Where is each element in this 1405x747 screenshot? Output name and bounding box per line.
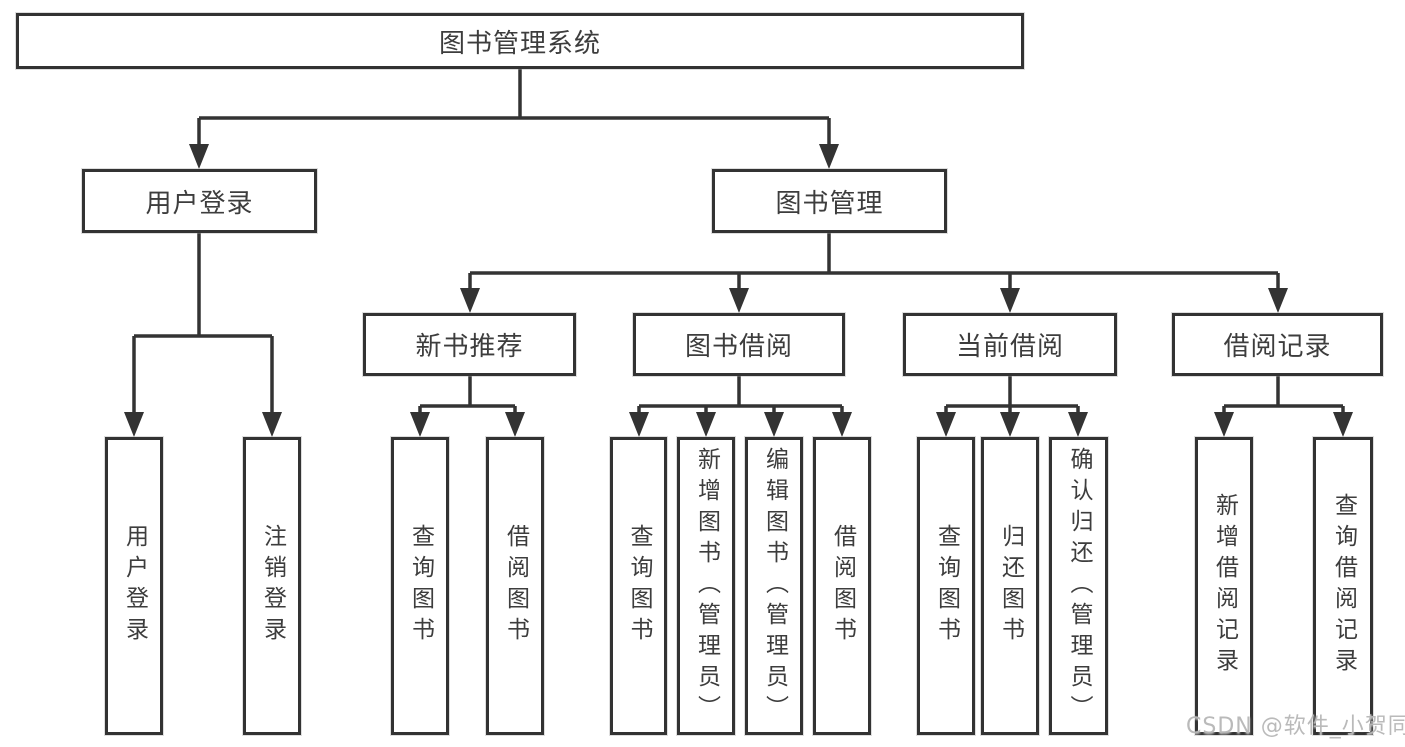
arrow-down-icon (1333, 412, 1353, 437)
leaf-edit-book-admin: 编辑图书（管理员） (745, 437, 803, 735)
leaf-query-book-borrow: 查询图书 (610, 437, 667, 735)
csdn-watermark: CSDN @软件_小贺同学 (1186, 714, 1405, 739)
node-user-login: 用户登录 (82, 169, 317, 233)
leaf-query-book-current: 查询图书 (917, 437, 975, 735)
arrow-down-icon (262, 412, 282, 437)
leaf-add-book-admin: 新增图书（管理员） (677, 437, 735, 735)
arrowheads-group (124, 144, 1353, 437)
node-root-library-system: 图书管理系统 (16, 13, 1024, 69)
node-borrow-records: 借阅记录 (1172, 313, 1383, 376)
arrow-down-icon (729, 288, 749, 313)
leaf-query-book-recommend: 查询图书 (391, 437, 449, 735)
arrow-down-icon (696, 412, 716, 437)
arrow-down-icon (189, 144, 209, 169)
arrow-down-icon (832, 412, 852, 437)
arrow-down-icon (460, 288, 480, 313)
arrow-down-icon (1268, 288, 1288, 313)
leaf-add-borrow-record: 新增借阅记录 (1195, 437, 1253, 735)
arrow-down-icon (124, 412, 144, 437)
leaf-borrow-book: 借阅图书 (813, 437, 871, 735)
leaf-return-book: 归还图书 (981, 437, 1039, 735)
leaf-user-login: 用户登录 (105, 437, 163, 735)
arrow-down-icon (1000, 288, 1020, 313)
arrow-down-icon (410, 412, 430, 437)
node-book-management: 图书管理 (712, 169, 947, 233)
node-new-book-recommend: 新书推荐 (363, 313, 576, 376)
leaf-query-borrow-record: 查询借阅记录 (1313, 437, 1373, 735)
node-book-borrow: 图书借阅 (633, 313, 845, 376)
leaf-confirm-return-admin: 确认归还（管理员） (1049, 437, 1108, 735)
arrow-down-icon (629, 412, 649, 437)
arrow-down-icon (1000, 412, 1020, 437)
leaf-logout: 注销登录 (243, 437, 301, 735)
node-current-borrow: 当前借阅 (903, 313, 1117, 376)
arrow-down-icon (505, 412, 525, 437)
arrow-down-icon (936, 412, 956, 437)
leaf-borrow-book-recommend: 借阅图书 (486, 437, 544, 735)
arrow-down-icon (764, 412, 784, 437)
arrow-down-icon (819, 144, 839, 169)
arrow-down-icon (1068, 412, 1088, 437)
arrow-down-icon (1214, 412, 1234, 437)
